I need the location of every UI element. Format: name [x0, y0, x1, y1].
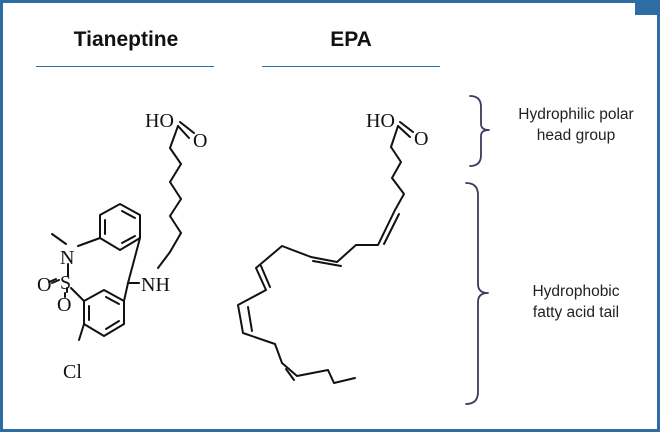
label-head-line2: head group: [536, 127, 616, 144]
atom-label-epa-o: O: [414, 128, 428, 150]
tianeptine-central-ring: [51, 233, 171, 341]
underline-epa: [262, 66, 440, 67]
label-hydrophilic-head: Hydrophilic polar head group: [496, 104, 656, 146]
atom-label-s: S: [60, 272, 71, 294]
epa-hydrocarbon-chain: [237, 146, 405, 384]
title-epa: EPA: [330, 28, 372, 51]
atom-label-nh: NH: [141, 274, 170, 296]
label-tail-line1: Hydrophobic: [532, 283, 620, 300]
atom-label-o: O: [193, 130, 207, 152]
epa-acid-head: [390, 125, 411, 148]
label-tail-line2: fatty acid tail: [532, 304, 620, 321]
atom-label-o-sulfonyl-2: O: [57, 294, 71, 316]
tianeptine-lower-ring: [83, 289, 125, 337]
corner-tab: [635, 3, 657, 15]
atom-label-cl: Cl: [63, 361, 82, 383]
bracket-head: [469, 95, 490, 167]
tianeptine-upper-ring: [99, 203, 141, 251]
title-tianeptine: Tianeptine: [73, 28, 179, 51]
atom-label-epa-ho: HO: [366, 110, 395, 132]
label-head-line1: Hydrophilic polar: [518, 106, 634, 123]
epa-double-bonds: [247, 213, 400, 381]
bracket-tail: [465, 182, 489, 405]
tianeptine-acid-chain: [169, 125, 190, 253]
atom-label-o-sulfonyl: O: [37, 274, 51, 296]
atom-label-ho: HO: [145, 110, 174, 132]
underline-tianeptine: [36, 66, 214, 67]
atom-label-n: N: [60, 247, 74, 269]
label-hydrophobic-tail: Hydrophobic fatty acid tail: [496, 281, 656, 323]
